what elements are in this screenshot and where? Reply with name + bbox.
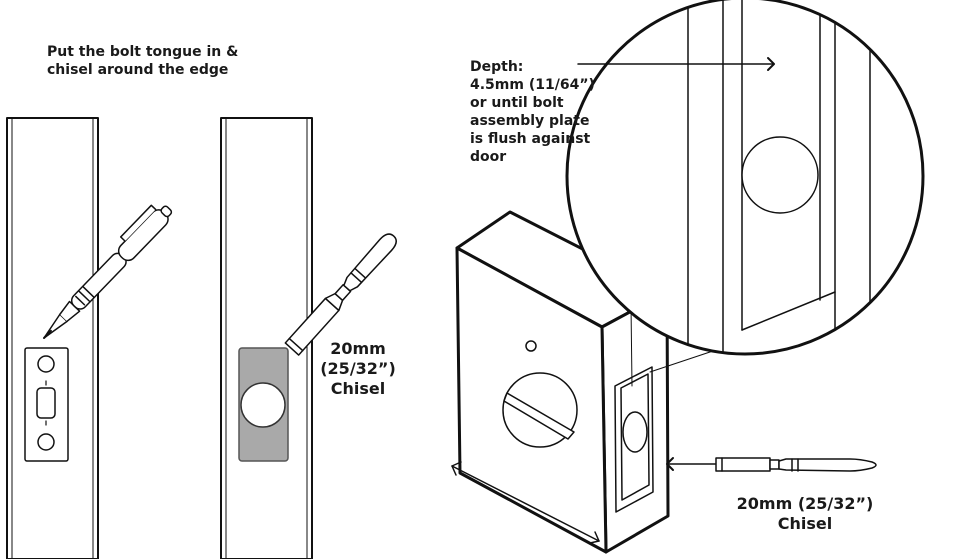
magnified-view bbox=[565, 0, 925, 356]
bolt-faceplate bbox=[24, 347, 69, 462]
left-door-edge bbox=[6, 117, 99, 559]
width-dimension-arrow bbox=[451, 461, 600, 544]
cylinder-hole bbox=[502, 372, 578, 448]
door-block bbox=[455, 210, 670, 554]
chisel-size-label-left: 20mm (25/32”) Chisel bbox=[320, 339, 396, 398]
chisel-icon bbox=[666, 457, 877, 472]
depth-label: Depth: 4.5mm (11/64”) or until bolt asse… bbox=[470, 59, 595, 165]
chisel-icon bbox=[284, 233, 397, 356]
arrow-icon bbox=[577, 57, 775, 71]
bolt-mortise bbox=[614, 366, 654, 513]
chisel-size-label-right: 20mm (25/32”) Chisel bbox=[736, 494, 874, 533]
chiselled-recess bbox=[238, 347, 289, 462]
instruction-label: Put the bolt tongue in & chisel around t… bbox=[47, 44, 239, 78]
pen-icon bbox=[43, 204, 173, 339]
